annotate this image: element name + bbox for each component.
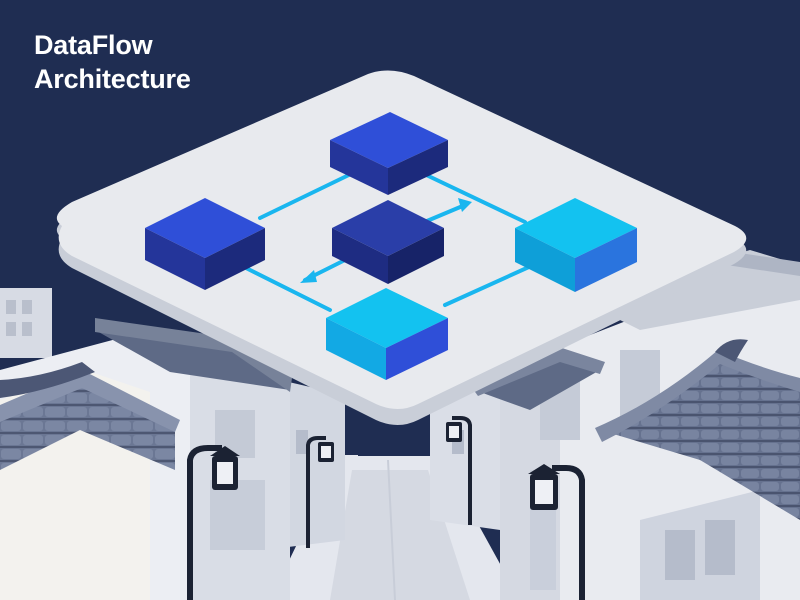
- street-lamp-right: [528, 464, 585, 600]
- data-link: [258, 170, 357, 220]
- data-link: [236, 262, 332, 312]
- street-lamp-mid-right: [446, 416, 472, 525]
- street-line: [387, 459, 396, 600]
- title-line-2: Architecture: [34, 64, 191, 94]
- data-block-center: [332, 200, 444, 284]
- arrow-head-icon: [458, 198, 472, 212]
- street-lamp-left: [187, 445, 240, 600]
- data-link: [418, 170, 527, 224]
- page-title: DataFlow Architecture: [34, 28, 191, 96]
- arrow-head-icon: [300, 270, 317, 283]
- data-block-right: [515, 198, 637, 292]
- distant-building-left: [0, 288, 52, 358]
- street-lamp-mid-left: [306, 436, 334, 548]
- data-block-bottom: [326, 288, 448, 380]
- data-block-left: [145, 198, 265, 290]
- tiled-roof-left: [0, 318, 292, 470]
- data-link: [443, 260, 542, 307]
- data-block-top: [330, 112, 448, 195]
- title-line-1: DataFlow: [34, 30, 153, 60]
- alley-buildings: [280, 380, 500, 548]
